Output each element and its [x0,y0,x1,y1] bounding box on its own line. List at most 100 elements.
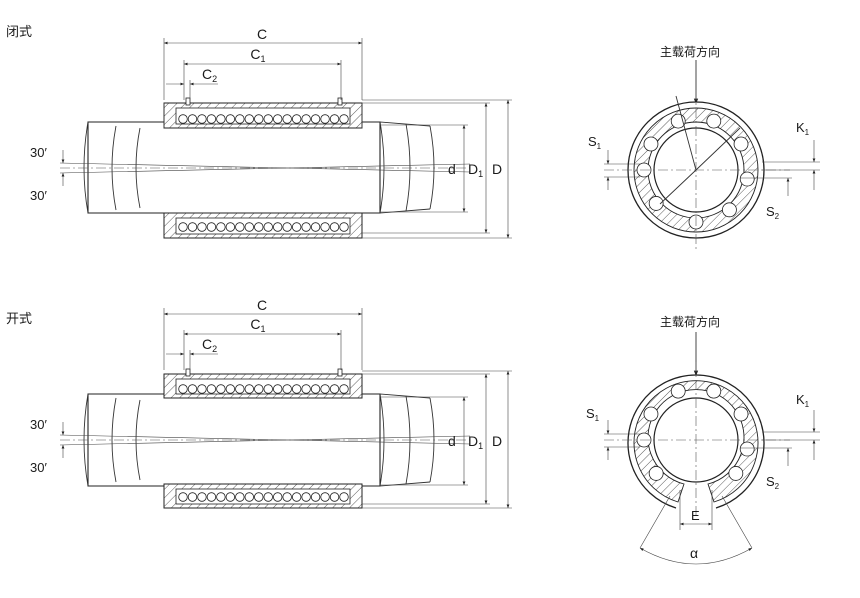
svg-text:C1: C1 [250,46,265,64]
ball [244,492,254,502]
dimension-D: D [362,370,512,509]
end-view-closed: 主载荷方向 S1 K1 S2 [588,44,820,250]
svg-text:S2: S2 [766,474,780,491]
ball [273,492,283,502]
svg-text:30′: 30′ [30,145,47,160]
svg-text:K1: K1 [796,392,810,409]
ring-ball [733,406,749,422]
svg-text:S1: S1 [588,134,602,151]
svg-text:D1: D1 [468,161,483,179]
ball [329,384,340,394]
ball [310,492,321,502]
ball [301,384,311,394]
ball [320,384,330,394]
ball [178,222,188,232]
svg-text:30′: 30′ [30,188,47,203]
section-closed: 闭式 [6,25,820,250]
section-title: 闭式 [6,25,32,40]
ball [216,492,226,502]
ring-ball [648,196,664,211]
ball-row-top [178,114,349,124]
ball [178,492,188,502]
ball [254,222,264,232]
ball [216,222,226,232]
ball [197,114,207,124]
ball [197,492,207,502]
ball [339,222,349,232]
svg-text:S1: S1 [586,406,600,423]
ball [263,492,273,502]
ball [254,114,264,124]
ball [206,114,217,124]
ball [291,222,302,232]
ball-row-bottom [178,492,349,502]
svg-text:30′: 30′ [30,460,47,475]
svg-text:K1: K1 [796,120,810,137]
ball [235,492,245,502]
ball [310,114,321,124]
svg-text:主载荷方向: 主载荷方向 [660,314,720,329]
svg-text:C1: C1 [250,316,265,334]
ball [339,384,349,394]
ball [178,384,188,394]
ring-ball [722,202,737,218]
ball [187,222,198,232]
ball [282,492,292,502]
ball [320,492,330,502]
ball [197,222,207,232]
ball [301,222,311,232]
ball [310,222,321,232]
dimension-D1: D1 [362,102,490,234]
dimension-C1: C1 [183,46,342,100]
misalignment-angle: 30′ 30′ [30,417,65,475]
ball [206,384,217,394]
ball [291,114,302,124]
ring-ball [706,383,722,399]
shaft-side-view [83,393,435,487]
ball [225,492,236,502]
ring-ball [733,136,749,152]
ring-ball [670,383,686,399]
ring-ball [739,171,755,187]
dimension-D1: D1 [362,373,490,505]
dimension-C1: C1 [183,316,342,370]
dimension-C2: C2 [166,66,218,100]
misalignment-angle: 30′ 30′ [30,145,65,203]
svg-text:α: α [690,545,698,561]
svg-text:D1: D1 [468,433,483,451]
svg-text:d: d [448,161,456,177]
ball [187,114,198,124]
ball [187,492,198,502]
ball [254,384,264,394]
ball [263,384,273,394]
ball [282,114,292,124]
dimension-d: d [380,396,468,486]
ball [282,222,292,232]
svg-text:主载荷方向: 主载荷方向 [660,44,720,59]
ball [329,492,340,502]
ball [178,114,188,124]
ball [291,492,302,502]
ball [339,114,349,124]
ball [216,114,226,124]
svg-text:C: C [257,26,267,42]
ball [197,384,207,394]
svg-text:S2: S2 [766,204,780,221]
ring-ball [648,466,664,481]
svg-text:30′: 30′ [30,417,47,432]
ball [225,384,236,394]
ball [235,114,245,124]
ball [273,114,283,124]
ball [244,222,254,232]
ball-row-top [178,384,349,394]
ball [254,492,264,502]
ball [273,222,283,232]
ball [301,492,311,502]
dimension-C: C [163,297,363,370]
svg-text:C2: C2 [202,66,217,84]
svg-text:d: d [448,433,456,449]
ball [301,114,311,124]
ball [235,222,245,232]
end-view-open: 主载荷方向 S1 K1 S2 [586,314,820,565]
